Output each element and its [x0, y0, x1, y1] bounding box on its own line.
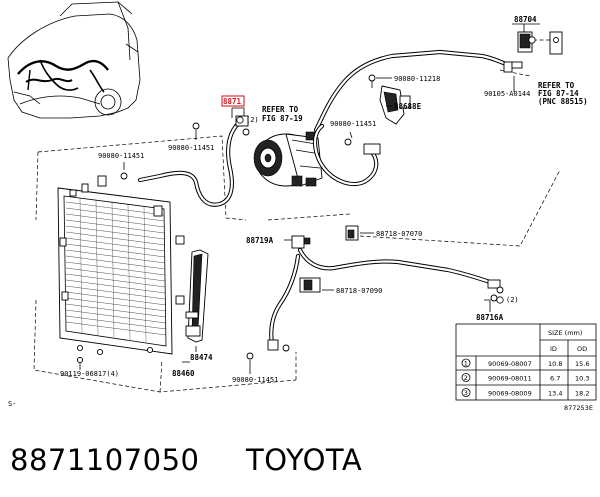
- qty-circle-88716a: [496, 296, 504, 304]
- size-table-header: SIZE (mm): [548, 329, 582, 337]
- svg-text:90069-08011: 90069-08011: [488, 375, 532, 383]
- label-90105-a0144: 90105-A0144: [484, 90, 530, 98]
- label-90080-11451-mid: 90080-11451: [330, 120, 376, 128]
- label-refer-87-14-line3: (PNC 88515): [538, 97, 588, 106]
- qty-circle-88711: [236, 116, 244, 124]
- svg-text:10.8: 10.8: [548, 360, 562, 368]
- figure-code: 877253E: [564, 404, 593, 412]
- label-refer-87-14-line2: FIG 87-14: [538, 89, 579, 98]
- svg-text:2: 2: [464, 374, 468, 382]
- svg-text:18.2: 18.2: [575, 390, 589, 398]
- compressor: [253, 131, 323, 187]
- table-row: 3 90069-08009 13.4 18.2: [461, 388, 589, 398]
- label-refer-87-19-line2: FIG 87-19: [262, 114, 303, 123]
- label-90080-11218: 90080-11218: [394, 75, 440, 83]
- svg-text:13.4: 13.4: [548, 390, 562, 398]
- label-88711: 8871: [223, 97, 242, 106]
- car-illustration: [7, 1, 141, 119]
- label-88716a: 88716A: [476, 313, 504, 322]
- svg-text:3: 3: [464, 389, 468, 397]
- size-table-col-od: OD: [577, 345, 587, 353]
- label-88474: 88474: [190, 353, 213, 362]
- table-row: 1 90069-08007 10.8 15.6: [461, 358, 589, 368]
- table-row: 2 90069-08011 6.7 10.3: [461, 373, 589, 383]
- svg-text:90069-08007: 90069-08007: [488, 360, 532, 368]
- svg-text:10.3: 10.3: [575, 375, 589, 383]
- caption-brand: TOYOTA: [245, 443, 362, 477]
- label-88719a: 88719A: [246, 236, 274, 245]
- svg-text:90069-08009: 90069-08009: [488, 390, 532, 398]
- label-refer-87-19-line1: REFER TO: [262, 105, 299, 114]
- size-table-col-id: ID: [550, 345, 557, 353]
- part-labels: 88704 8871 (2) REFER TO FIG 87-19 90080-…: [8, 15, 588, 408]
- label-88718-07090: 88718-07090: [336, 287, 382, 295]
- caption-part-number: 8871107050: [10, 443, 200, 477]
- svg-text:1: 1: [464, 360, 468, 368]
- condenser-88460: [57, 175, 185, 356]
- label-88704: 88704: [514, 15, 537, 24]
- label-88718-07070: 88718-07070: [376, 230, 422, 238]
- accessory-parts: [76, 31, 563, 368]
- caption: 8871107050 TOYOTA: [10, 443, 362, 477]
- svg-text:6.7: 6.7: [550, 375, 560, 383]
- size-table: SIZE (mm) ID OD 1 90069-08007 10.8 15.6 …: [455, 323, 597, 412]
- label-88688e: 88688E: [394, 102, 422, 111]
- receiver-dryer-88474: [185, 249, 209, 343]
- leader-lines: [79, 23, 540, 374]
- refrigerant-lines: [137, 49, 515, 352]
- highlight-box-88711: [221, 95, 245, 107]
- label-refer-87-14-line1: REFER TO: [538, 81, 575, 90]
- label-90080-11451-bottom: 90080-11451: [232, 376, 278, 384]
- label-88716a-qty: (2): [506, 296, 519, 304]
- label-90119-06817: 90119-06817(4): [60, 370, 119, 378]
- label-88460: 88460: [172, 369, 195, 378]
- label-88711-qty: (2): [246, 116, 259, 124]
- label-90080-11451-top: 90080-11451: [168, 144, 214, 152]
- label-s-mark: S-: [8, 400, 16, 408]
- svg-text:15.6: 15.6: [575, 360, 589, 368]
- label-90080-11451-left: 90080-11451: [98, 152, 144, 160]
